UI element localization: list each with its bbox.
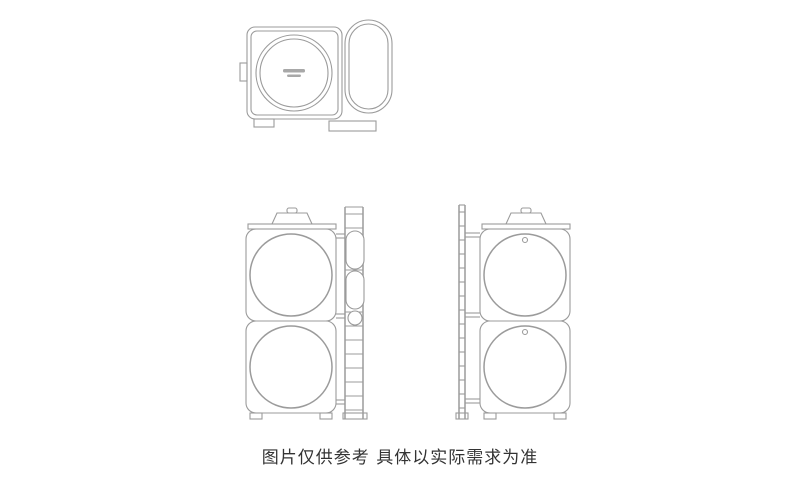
front-foot-right: [319, 412, 333, 420]
top-view-foot-left: [253, 118, 275, 128]
top-view-foot-right: [328, 120, 377, 132]
side-ladder-foot: [455, 412, 469, 420]
fitting-circle: [347, 310, 363, 326]
brand-mark-line2: [287, 74, 301, 77]
side-ladder-ticks: [459, 211, 465, 409]
side-hatch-knob: [520, 207, 532, 214]
side-hatch: [505, 212, 547, 225]
capsule-end-outer: [344, 19, 393, 114]
capsule-end-inner: [348, 23, 389, 110]
manhole-outer-ring: [255, 34, 333, 112]
front-top-rim: [247, 223, 337, 230]
fitting-capsule-upper: [345, 230, 365, 270]
top-view-drawing: [239, 19, 393, 132]
front-hatch: [271, 212, 313, 225]
side-upper-circle: [483, 233, 567, 317]
top-view-body-inner: [250, 30, 339, 116]
side-ladder-brackets: [465, 232, 480, 404]
front-upper-panel: [245, 228, 337, 322]
side-lower-vent: [521, 328, 529, 336]
side-lower-panel: [479, 320, 571, 414]
side-foot-left: [483, 412, 497, 420]
ladder-brackets: [336, 233, 345, 405]
brand-mark: [283, 69, 305, 73]
side-foot-right: [553, 412, 567, 420]
front-upper-circle: [249, 233, 333, 317]
side-view-drawing: [455, 204, 571, 420]
front-hatch-knob: [286, 207, 298, 214]
fitting-capsule-lower: [345, 270, 365, 310]
side-tab: [239, 62, 248, 82]
front-view-drawing: [245, 206, 368, 420]
side-top-rim: [481, 223, 571, 230]
disclaimer-caption: 图片仅供参考 具体以实际需求为准: [261, 448, 539, 468]
ladder-foot: [342, 412, 368, 420]
side-upper-vent: [521, 236, 529, 244]
front-lower-circle: [249, 325, 333, 409]
front-foot-left: [249, 412, 263, 420]
front-lower-panel: [245, 320, 337, 414]
side-lower-circle: [483, 325, 567, 409]
manhole-inner-ring: [259, 38, 329, 108]
